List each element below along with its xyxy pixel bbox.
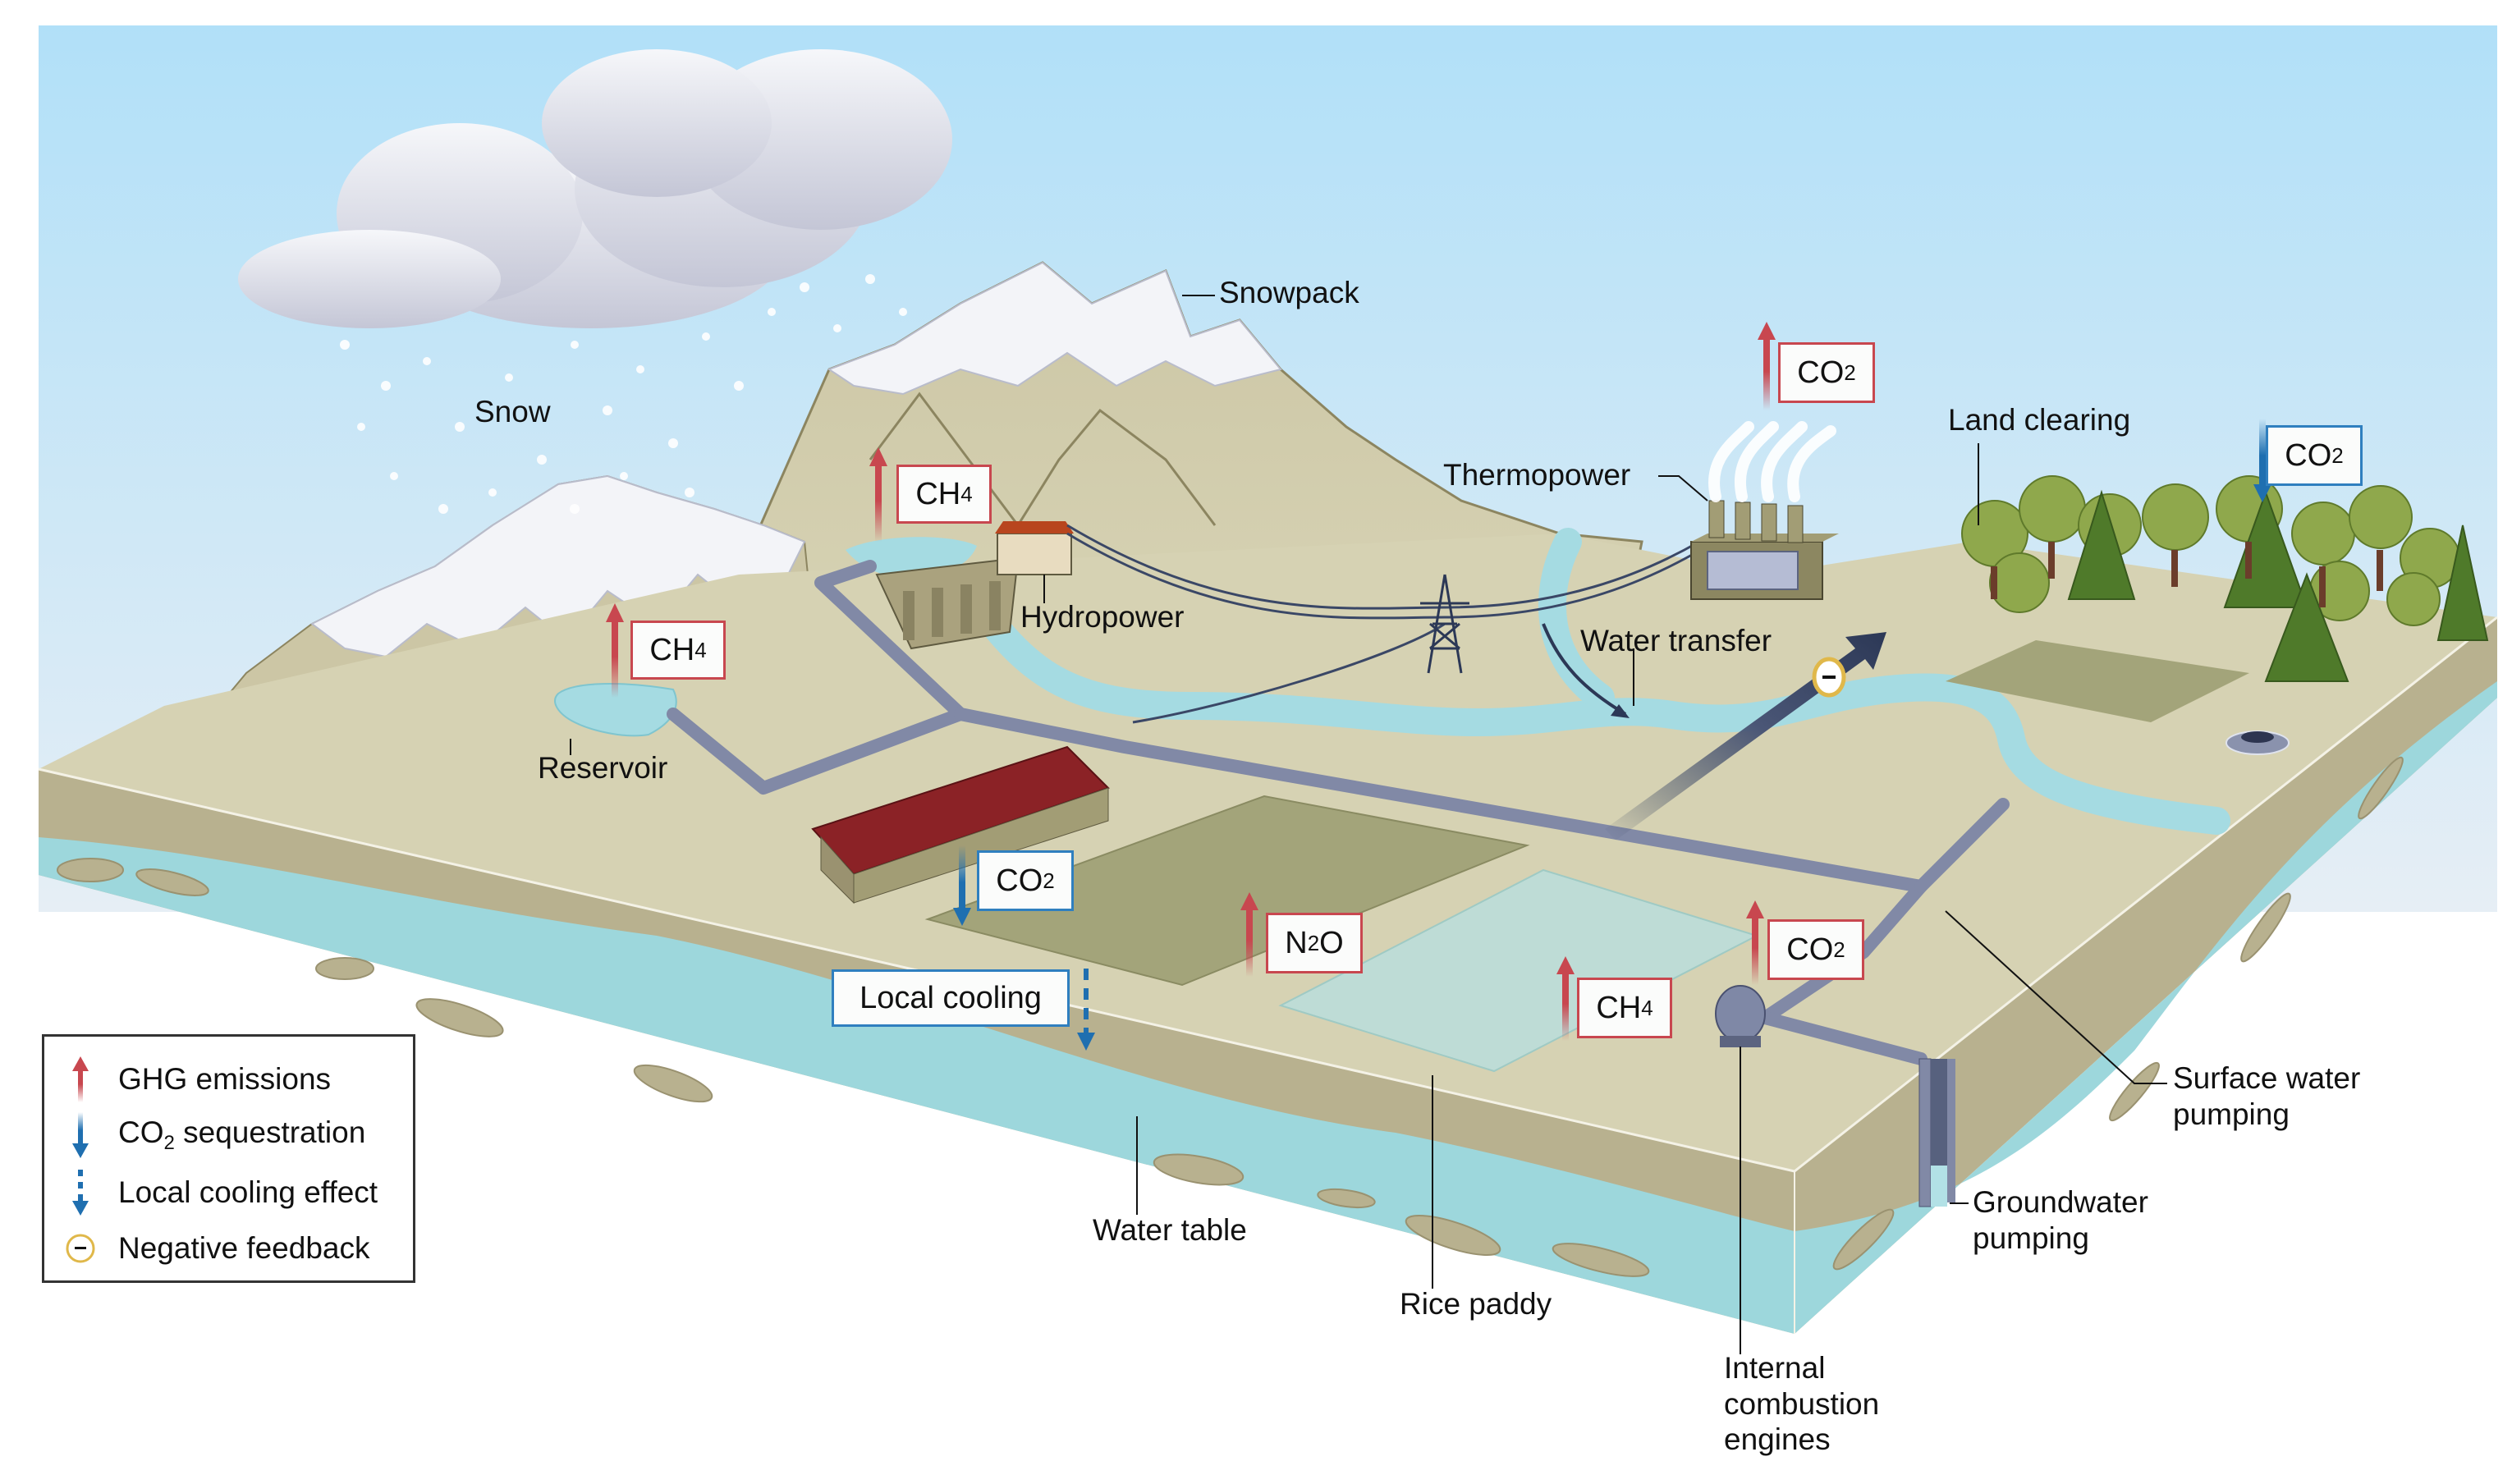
power-lines [1066,524,1704,724]
blue-dashed-down-arrow-icon [64,1168,97,1217]
label-water-table: Water table [1093,1213,1247,1247]
well-ring-icon [2226,731,2290,755]
label-line-3: engines [1724,1422,1831,1457]
cleared-field [1946,640,2249,722]
red-up-arrow-icon [64,1055,97,1104]
local-cooling-box: Local cooling [832,969,1070,1027]
legend-label: GHG emissions [118,1062,332,1096]
label-surface-water-pumping: Surface water pumping [2173,1060,2360,1132]
label-line-1: Groundwater [1973,1185,2148,1219]
hydropower-dam [875,521,1074,650]
label-groundwater-pumping: Groundwater pumping [1973,1184,2148,1256]
negative-feedback-icon [1812,657,1846,698]
legend: GHG emissions CO2 sequestration Local co… [42,1034,415,1283]
label-hydropower: Hydropower [1020,600,1185,634]
label-line-1: Surface water [2173,1061,2361,1095]
thermopower-plant [1690,421,1839,600]
irrigated-field [924,795,1530,987]
water-transfer-arrowhead [1611,704,1630,718]
farm-barn [811,745,1110,905]
reservoir-lake [554,683,677,737]
label-line-1: Internal [1724,1351,1826,1385]
label-rice-paddy: Rice paddy [1400,1287,1552,1321]
clouds [238,49,952,328]
label-thermopower: Thermopower [1443,458,1631,492]
leader-lines [570,295,2167,1354]
label-line-2: pumping [1973,1221,2089,1255]
blue-down-arrow-icon [64,1111,97,1160]
transmission-tower-icon [1420,574,1469,674]
label-snow: Snow [474,395,551,428]
groundwater-well-icon [1918,1058,1955,1207]
label-reservoir: Reservoir [538,751,668,785]
flux-arrows [606,322,2271,1051]
label-internal-combustion-engines: Internal combustion engines [1724,1350,1879,1458]
label-water-transfer: Water transfer [1580,624,1772,657]
legend-item-cooling: Local cooling effect [64,1168,378,1217]
legend-label: Local cooling effect [118,1175,378,1209]
water-transfer-arrow [1542,623,1627,716]
forest [1961,475,2489,682]
legend-item-feedback: Negative feedback [64,1224,369,1273]
minus-circle-icon [64,1224,97,1273]
snowflakes [340,274,907,514]
legend-label: CO2 sequestration [118,1115,366,1154]
legend-item-co2: CO2 sequestration [64,1111,365,1160]
legend-item-ghg: GHG emissions [64,1055,331,1104]
label-snowpack: Snowpack [1219,276,1359,309]
label-line-2: pumping [2173,1097,2290,1131]
engine-pump-icon [1715,985,1766,1047]
legend-label: Negative feedback [118,1231,370,1265]
label-line-2: combustion [1724,1386,1880,1421]
label-land-clearing: Land clearing [1948,403,2131,437]
